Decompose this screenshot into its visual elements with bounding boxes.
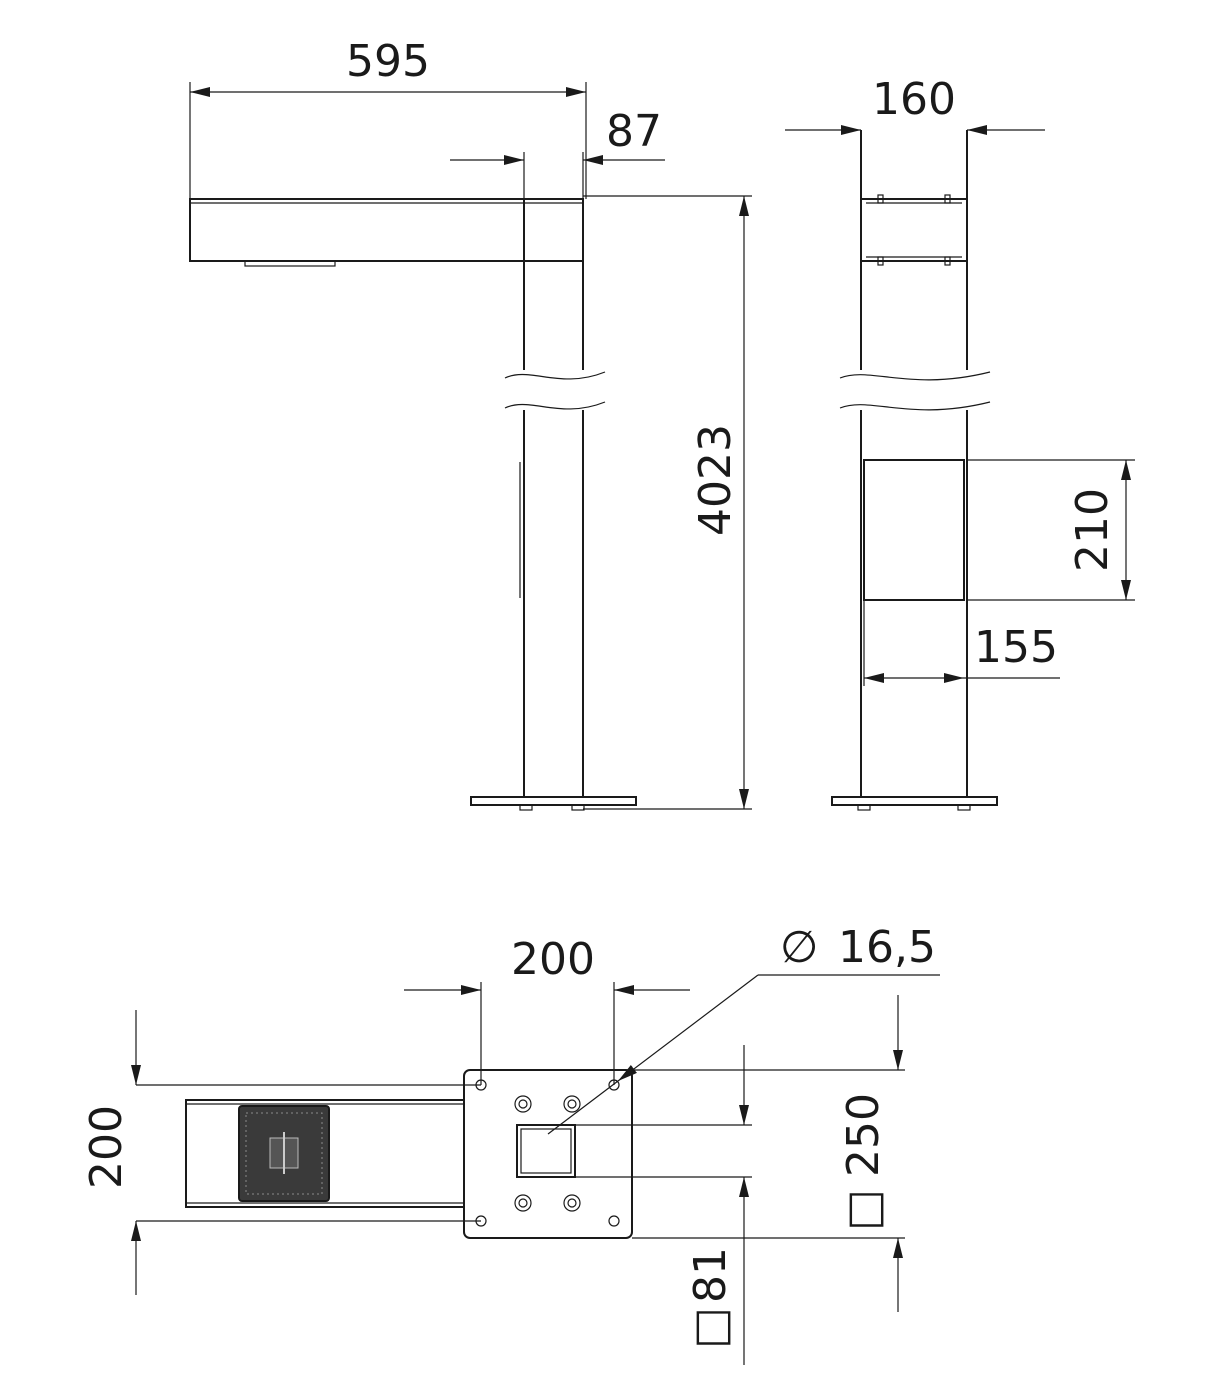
plan-pole-section (516, 1124, 576, 1178)
arm-width-label: 200 (81, 1105, 132, 1189)
plan-view: 200 ∅ 16,5 200 250 □ 81 □ (81, 922, 940, 1365)
side-break-bottom (504, 401, 606, 410)
anchor-bolt (514, 1095, 532, 1113)
side-base-plate (470, 796, 637, 806)
front-break-bottom (839, 401, 991, 411)
anchor-bolt (514, 1194, 532, 1212)
anchor-bolt (563, 1095, 581, 1113)
front-view: 160 210 155 (785, 74, 1135, 811)
side-led-module (244, 260, 336, 267)
hole-diameter-symbol: ∅ (780, 922, 818, 973)
side-break-top (504, 371, 606, 380)
front-access-door (863, 459, 965, 601)
height-label: 4023 (690, 424, 741, 536)
door-width-label: 155 (974, 622, 1058, 673)
front-break-top (839, 371, 991, 381)
plan-arm (185, 1099, 465, 1208)
base-square-label: 250 (838, 1093, 889, 1177)
pole-square-symbol: □ (685, 1307, 736, 1349)
base-square-symbol: □ (838, 1189, 889, 1231)
mounting-hole (608, 1215, 620, 1227)
hole-diameter-label: 16,5 (838, 922, 936, 973)
door-height-label: 210 (1067, 488, 1118, 572)
front-base-plate (831, 796, 998, 806)
anchor-bolt (563, 1194, 581, 1212)
pole-width-label: 160 (872, 74, 956, 125)
bolt-spacing-label: 200 (511, 934, 595, 985)
arm-length-label: 595 (346, 36, 430, 87)
plan-base-plate (463, 1069, 633, 1239)
side-view: 595 87 4023 (189, 36, 752, 811)
pole-depth-label: 87 (606, 106, 662, 157)
pole-square-label: 81 (685, 1247, 736, 1303)
